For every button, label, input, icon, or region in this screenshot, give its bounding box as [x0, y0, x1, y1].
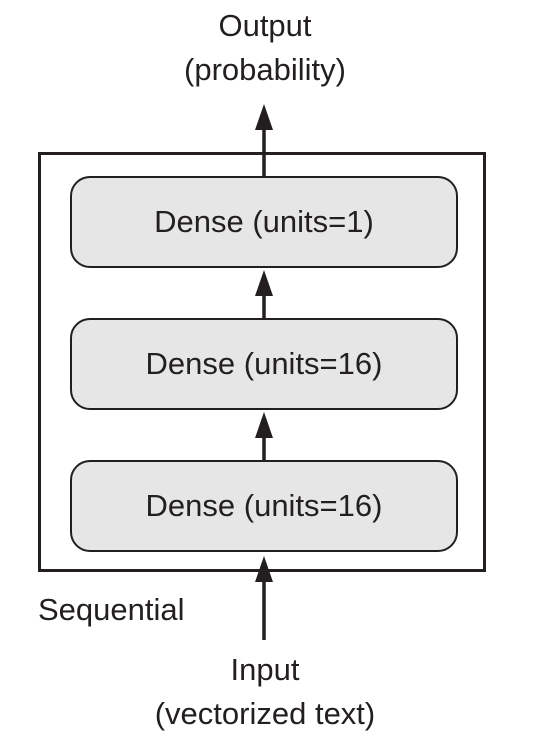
- input-label-line1: Input: [230, 652, 300, 687]
- dense-layer-hidden-2: Dense (units=16): [70, 318, 458, 410]
- sequential-label: Sequential: [38, 592, 185, 627]
- dense-layer-label: Dense (units=16): [145, 488, 383, 523]
- dense-layer-output: Dense (units=1): [70, 176, 458, 268]
- output-label-line1: Output: [218, 8, 312, 43]
- dense-layer-label: Dense (units=16): [145, 346, 383, 381]
- dense-layer-label: Dense (units=1): [154, 204, 374, 239]
- output-label-line2: (probability): [184, 52, 346, 87]
- input-label-line2: (vectorized text): [154, 696, 376, 731]
- input-label: Input (vectorized text): [115, 648, 415, 736]
- output-label: Output (probability): [165, 4, 365, 92]
- dense-layer-hidden-1: Dense (units=16): [70, 460, 458, 552]
